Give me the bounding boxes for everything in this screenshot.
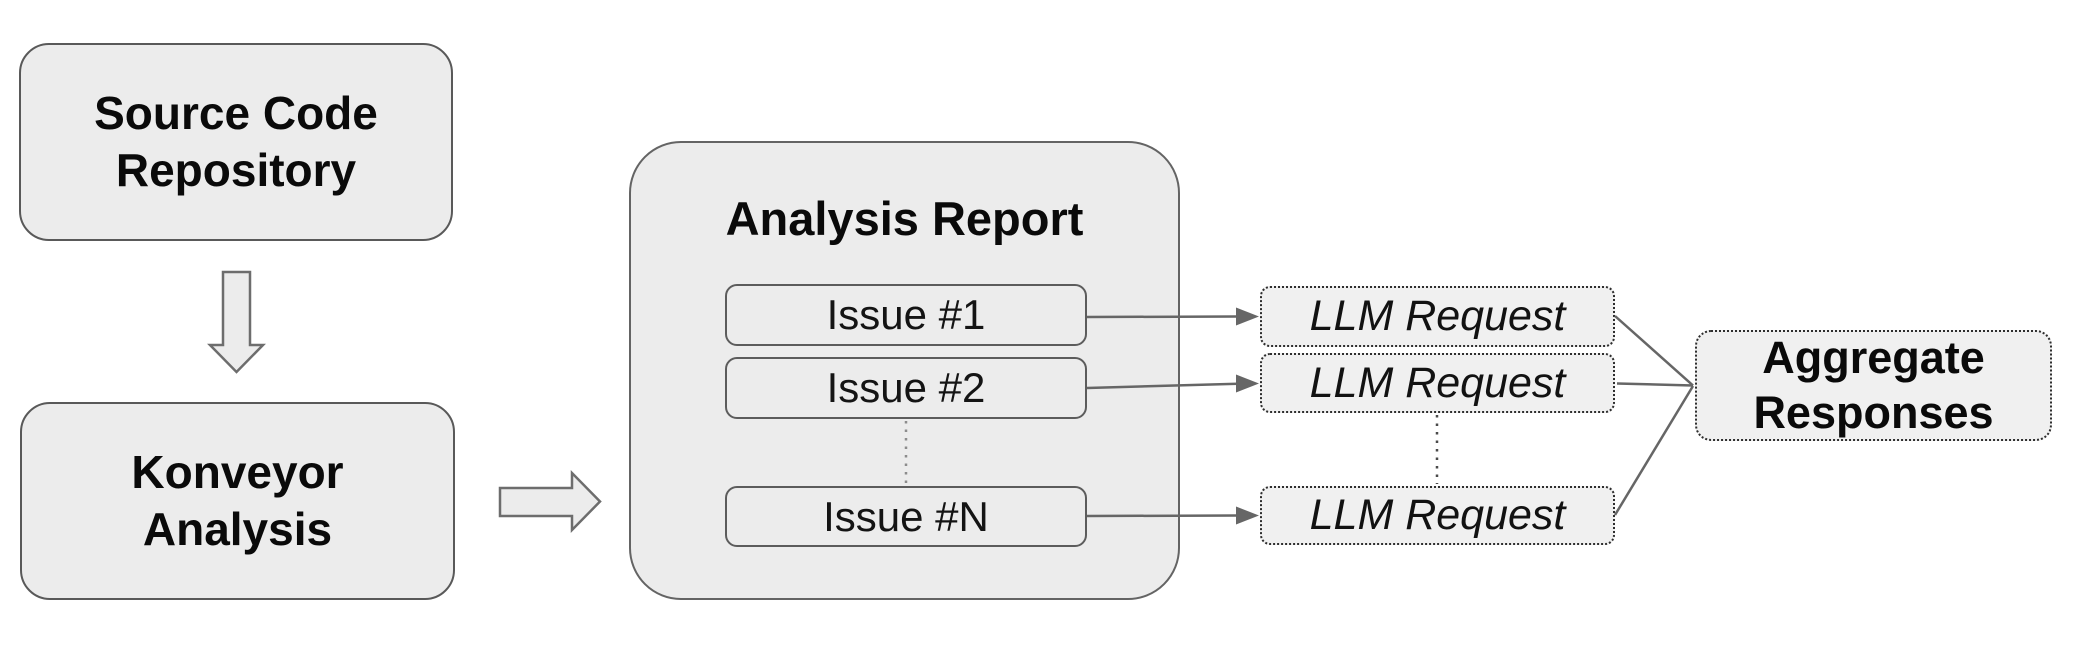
connector-llm3-aggregate — [1613, 385, 1695, 516]
right-block-arrow-icon — [498, 469, 602, 534]
down-block-arrow-icon — [207, 270, 266, 374]
llm-request-box-1: LLM Request — [1260, 286, 1615, 347]
konveyor-analysis-box: Konveyor Analysis — [20, 402, 455, 600]
connector-llm2-aggregate — [1616, 382, 1694, 387]
arrowhead-llm1-icon — [1236, 307, 1259, 326]
arrowhead-llm3-icon — [1236, 506, 1259, 525]
source-code-repository-box: Source Code Repository — [19, 43, 453, 241]
connector-llm1-aggregate — [1614, 315, 1694, 387]
arrowhead-llm2-icon — [1236, 374, 1259, 393]
issue-n-box: Issue #N — [725, 486, 1087, 547]
analysis-report-title: Analysis Report — [725, 192, 1084, 245]
issue-2-box: Issue #2 — [725, 357, 1087, 419]
issue-1-box: Issue #1 — [725, 284, 1087, 346]
llm-request-box-3: LLM Request — [1260, 486, 1615, 545]
llm-request-box-2: LLM Request — [1260, 353, 1615, 413]
aggregate-responses-box: Aggregate Responses — [1695, 330, 2052, 441]
